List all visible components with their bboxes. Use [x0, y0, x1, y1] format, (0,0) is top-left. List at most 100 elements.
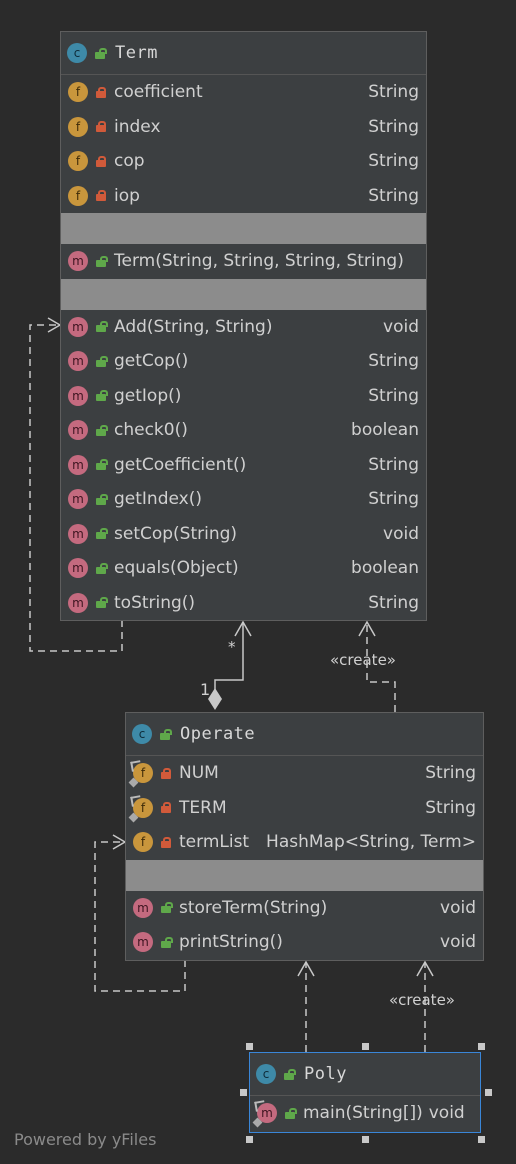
- public-icon: [161, 902, 173, 914]
- method-type: void: [383, 523, 419, 544]
- resize-handle[interactable]: [478, 1136, 485, 1143]
- field-name: TERM: [179, 797, 227, 818]
- operate-self-dependency: [94, 841, 186, 992]
- static-final-field-icon: f: [128, 797, 153, 823]
- field-icon: f: [68, 151, 88, 172]
- field-row[interactable]: f NUM String: [126, 756, 483, 791]
- operate-term-create-arrowhead: [358, 620, 376, 637]
- class-operate[interactable]: c Operate f NUM String f TERM String f t…: [125, 712, 484, 961]
- resize-handle[interactable]: [246, 1043, 253, 1050]
- resize-handle[interactable]: [240, 1089, 247, 1096]
- public-icon: [161, 936, 173, 948]
- method-row[interactable]: m storeTerm(String) void: [126, 891, 483, 926]
- method-row[interactable]: m getCoefficient() String: [61, 448, 426, 483]
- method-name: main(String[]): [303, 1103, 423, 1124]
- constructor-row[interactable]: m Term(String, String, String, String): [61, 244, 426, 279]
- method-row[interactable]: m equals(Object) boolean: [61, 551, 426, 586]
- public-icon: [96, 390, 108, 402]
- field-type: String: [368, 185, 419, 206]
- class-icon: c: [67, 43, 87, 63]
- class-term[interactable]: c Term f coefficient String f index Stri…: [60, 31, 427, 621]
- multiplicity-one-label: 1: [200, 680, 211, 699]
- field-row[interactable]: f iop String: [61, 179, 426, 214]
- method-row[interactable]: m Add(String, String) void: [61, 310, 426, 345]
- poly-operate-dependency-arrowhead: [297, 960, 315, 977]
- section-separator: [126, 859, 483, 891]
- static-method-icon: m: [252, 1103, 277, 1128]
- runnable-class-icon: c: [256, 1064, 276, 1084]
- resize-handle[interactable]: [478, 1043, 485, 1050]
- field-type: String: [425, 763, 476, 784]
- field-name: termList: [179, 832, 250, 853]
- class-term-title: Term: [115, 43, 158, 63]
- method-type: String: [368, 592, 419, 613]
- method-name: storeTerm(String): [179, 897, 328, 918]
- field-icon: f: [68, 82, 88, 103]
- private-icon: [96, 155, 106, 167]
- method-row[interactable]: m main(String[]) void: [250, 1096, 480, 1131]
- method-type: String: [368, 454, 419, 475]
- method-icon: m: [68, 592, 88, 613]
- operate-term-aggregation: [214, 622, 244, 690]
- field-row[interactable]: f coefficient String: [61, 75, 426, 110]
- method-icon: m: [68, 251, 88, 272]
- field-row[interactable]: f TERM String: [126, 791, 483, 826]
- method-name: getIndex(): [114, 489, 202, 510]
- field-name: index: [114, 116, 161, 137]
- resize-handle[interactable]: [246, 1136, 253, 1143]
- method-icon: m: [68, 523, 88, 544]
- field-name: cop: [114, 151, 145, 172]
- class-poly[interactable]: c Poly m main(String[]) void: [249, 1052, 481, 1133]
- class-poly-title: Poly: [304, 1064, 347, 1084]
- resize-handle[interactable]: [485, 1089, 492, 1096]
- field-row[interactable]: f index String: [61, 110, 426, 145]
- method-row[interactable]: m getIndex() String: [61, 482, 426, 517]
- aggregation-diamond: [208, 688, 222, 710]
- method-row[interactable]: m printString() void: [126, 925, 483, 960]
- method-row[interactable]: m check0() boolean: [61, 413, 426, 448]
- method-row[interactable]: m toString() String: [61, 586, 426, 621]
- public-icon: [96, 562, 108, 574]
- section-separator: [61, 278, 426, 310]
- method-type: void: [383, 316, 419, 337]
- powered-by-footer: Powered by yFiles: [14, 1130, 157, 1149]
- resize-handle[interactable]: [362, 1043, 369, 1050]
- method-name: setCop(String): [114, 523, 238, 544]
- private-icon: [161, 802, 171, 814]
- field-type: String: [368, 82, 419, 103]
- public-icon: [96, 597, 108, 609]
- method-type: String: [368, 385, 419, 406]
- private-icon: [161, 836, 171, 848]
- public-icon: [96, 493, 108, 505]
- operate-term-create: [366, 622, 396, 712]
- method-row[interactable]: m getIop() String: [61, 379, 426, 414]
- operate-term-aggregation-arrowhead: [234, 620, 252, 637]
- method-type: void: [428, 1103, 465, 1124]
- term-self-dependency: [29, 324, 123, 652]
- method-type: void: [440, 897, 476, 918]
- public-icon: [96, 255, 108, 267]
- class-term-header[interactable]: c Term: [61, 32, 426, 75]
- section-separator: [61, 213, 426, 244]
- private-icon: [96, 190, 106, 202]
- method-row[interactable]: m setCop(String) void: [61, 517, 426, 552]
- field-row[interactable]: f cop String: [61, 144, 426, 179]
- class-operate-header[interactable]: c Operate: [126, 713, 483, 756]
- method-icon: m: [133, 932, 153, 953]
- create-label-operate: «create»: [389, 991, 455, 1009]
- create-label-term: «create»: [330, 651, 396, 669]
- field-row[interactable]: f termList HashMap<String, Term>: [126, 825, 483, 860]
- method-row[interactable]: m getCop() String: [61, 344, 426, 379]
- field-icon: f: [68, 116, 88, 137]
- multiplicity-many-label: *: [228, 638, 236, 656]
- field-name: coefficient: [114, 82, 203, 103]
- method-name: printString(): [179, 932, 283, 953]
- method-icon: m: [68, 489, 88, 510]
- method-name: getCop(): [114, 351, 189, 372]
- method-icon: m: [68, 558, 88, 579]
- method-icon: m: [68, 420, 88, 441]
- field-name: iop: [114, 185, 140, 206]
- class-poly-header[interactable]: c Poly: [250, 1053, 480, 1096]
- method-name: toString(): [114, 592, 196, 613]
- resize-handle[interactable]: [362, 1136, 369, 1143]
